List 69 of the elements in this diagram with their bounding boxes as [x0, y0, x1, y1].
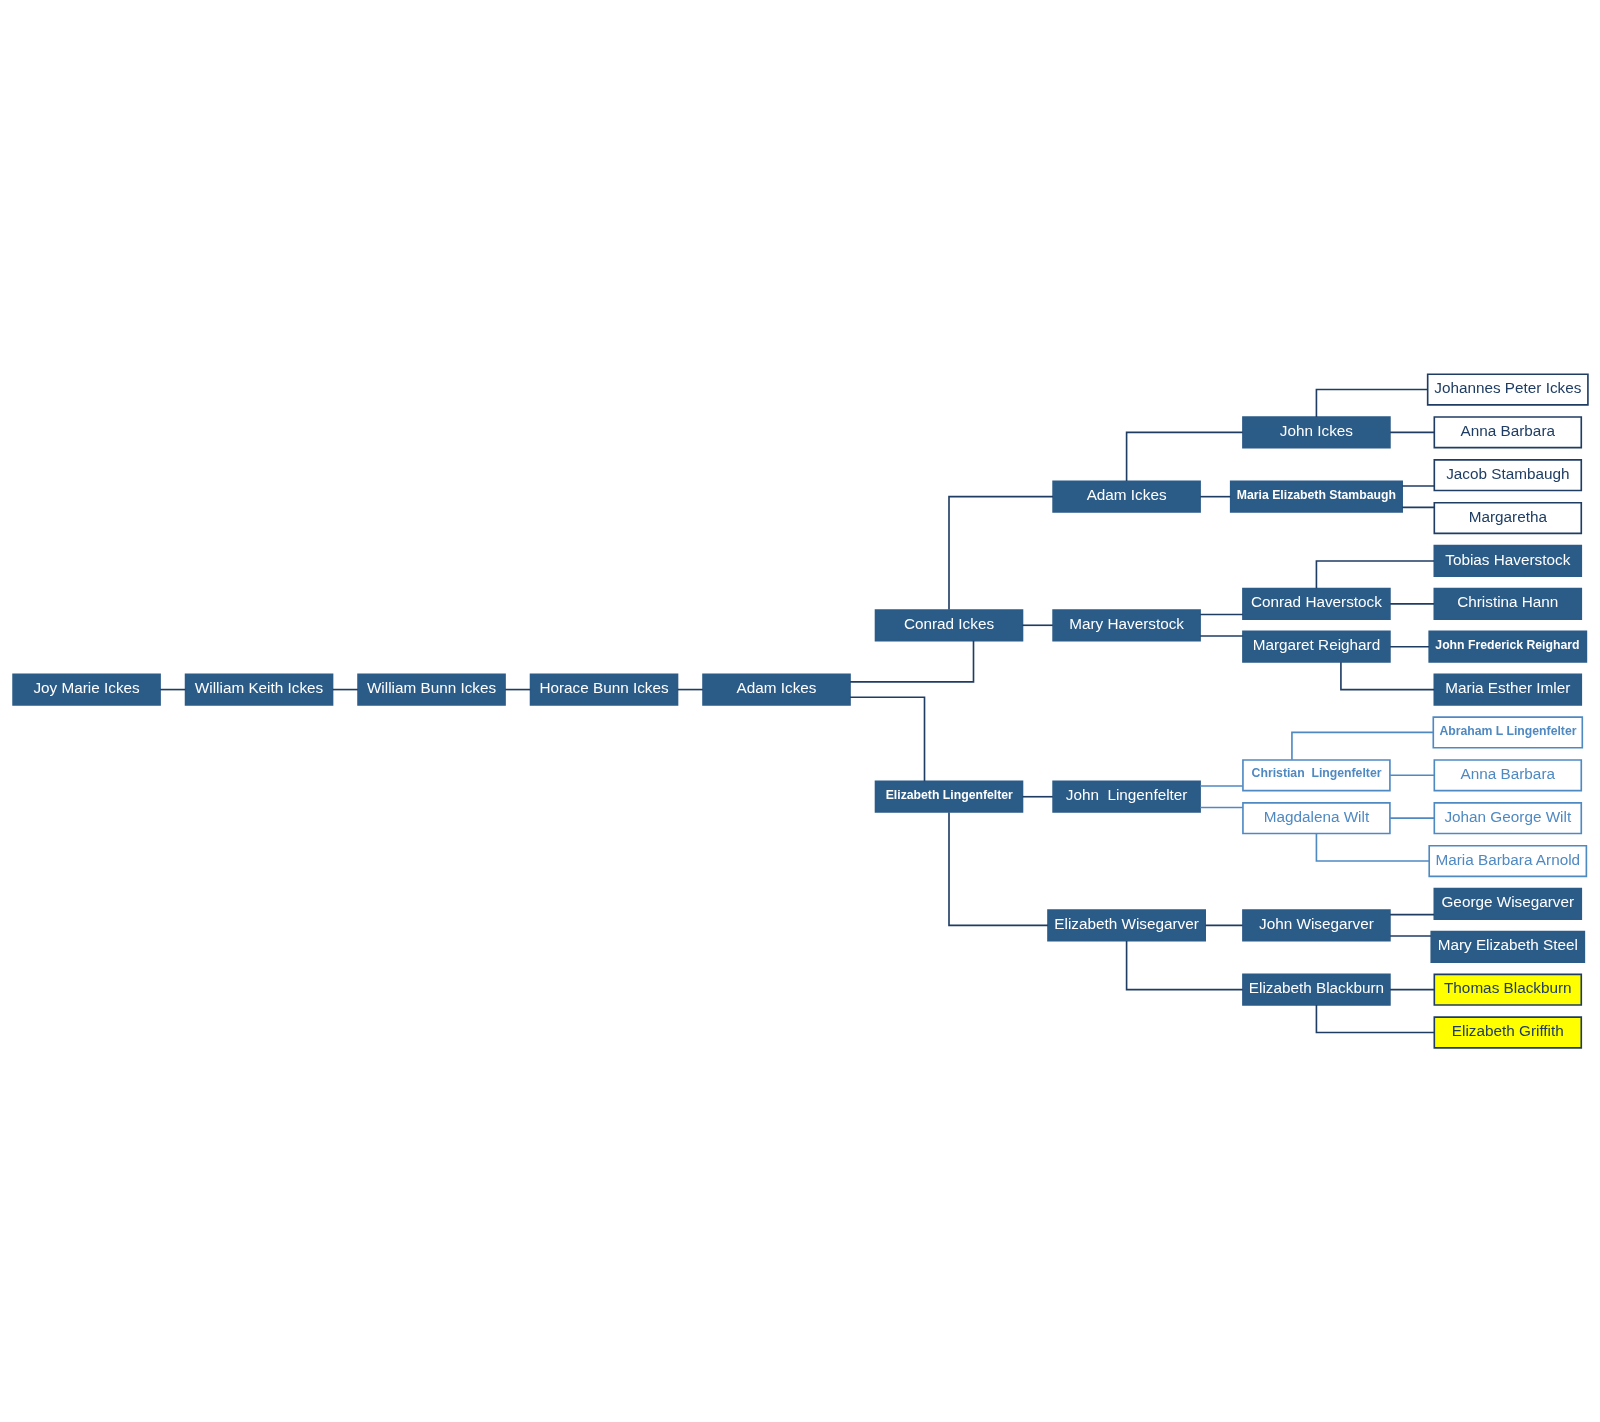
- connector: [947, 811, 1049, 927]
- node-box: Elizabeth Griffith: [1433, 1016, 1582, 1049]
- connector: [1290, 731, 1434, 761]
- node-box: William Bunn Ickes: [356, 673, 506, 706]
- connector: [1401, 485, 1435, 487]
- connector: [947, 495, 1054, 611]
- connector: [1388, 817, 1435, 819]
- connector: [503, 688, 531, 691]
- connector: [1388, 645, 1430, 648]
- node-box: Margaretha: [1433, 501, 1582, 535]
- connector: [1315, 388, 1428, 418]
- connector: [1198, 806, 1244, 809]
- node-box: Margaret Reighard: [1241, 630, 1391, 663]
- node-box: William Keith Ickes: [184, 673, 333, 706]
- connector: [1198, 613, 1244, 616]
- node-box: Johannes Peter Ickes: [1426, 373, 1589, 406]
- node-box: Conrad Ickes: [874, 609, 1023, 642]
- node-box: Elizabeth Wisegarver: [1046, 909, 1206, 942]
- node-box: John Wisegarver: [1241, 909, 1391, 942]
- connector: [1388, 603, 1435, 605]
- node-box: John Lingenfelter: [1051, 780, 1201, 813]
- node-box: Horace Bunn Ickes: [529, 673, 678, 706]
- connector: [676, 688, 704, 691]
- node-box: Anna Barbara: [1433, 416, 1582, 449]
- node-box: Johan George Wilt: [1433, 802, 1582, 835]
- connector: [1388, 988, 1435, 991]
- connector: [848, 639, 974, 683]
- node-box: John Frederick Reighard: [1427, 630, 1587, 663]
- node-box: Thomas Blackburn: [1433, 973, 1582, 1006]
- node-box: Tobias Haverstock: [1433, 544, 1582, 578]
- connector: [1125, 431, 1244, 482]
- connector: [1315, 560, 1435, 590]
- node-box: Joy Marie Ickes: [11, 673, 161, 706]
- connector: [1388, 935, 1432, 937]
- node-box: George Wisegarver: [1433, 887, 1582, 921]
- node-box: Adam Ickes: [701, 673, 851, 706]
- connector: [1198, 785, 1244, 787]
- node-box: Conrad Haverstock: [1241, 587, 1391, 620]
- node-box: Adam Ickes: [1051, 480, 1201, 513]
- node-box: Jacob Stambaugh: [1433, 459, 1582, 492]
- connector: [1388, 913, 1435, 916]
- node-box: Anna Barbara: [1433, 759, 1582, 792]
- connector: [1021, 795, 1054, 798]
- node-box: Elizabeth Lingenfelter: [874, 780, 1023, 813]
- connector: [1125, 940, 1244, 991]
- node-box: Maria Esther Imler: [1433, 673, 1582, 706]
- connector: [1198, 495, 1231, 498]
- connector: [1204, 924, 1243, 927]
- node-box: Mary Haverstock: [1051, 609, 1201, 642]
- connector: [1388, 431, 1435, 434]
- connector: [331, 688, 359, 691]
- node-box: Mary Elizabeth Steel: [1429, 930, 1585, 963]
- connector: [1388, 774, 1435, 777]
- node-box: Christina Hann: [1433, 587, 1582, 620]
- node-box: Maria Elizabeth Stambaugh: [1229, 480, 1403, 513]
- node-box: Maria Barbara Arnold: [1427, 844, 1587, 878]
- connector: [848, 696, 925, 782]
- node-box: Elizabeth Blackburn: [1241, 973, 1391, 1006]
- connector: [1315, 832, 1430, 862]
- connector: [1021, 624, 1054, 627]
- node-box: Magdalena Wilt: [1241, 802, 1391, 835]
- connector: [158, 688, 186, 691]
- node-box: Christian Lingenfelter: [1241, 759, 1391, 792]
- node-box: Abraham L Lingenfelter: [1431, 716, 1583, 749]
- connector: [1198, 635, 1244, 637]
- connector: [1401, 506, 1435, 509]
- node-box: John Ickes: [1241, 416, 1391, 449]
- connector: [1315, 1004, 1435, 1034]
- connector: [1339, 661, 1435, 691]
